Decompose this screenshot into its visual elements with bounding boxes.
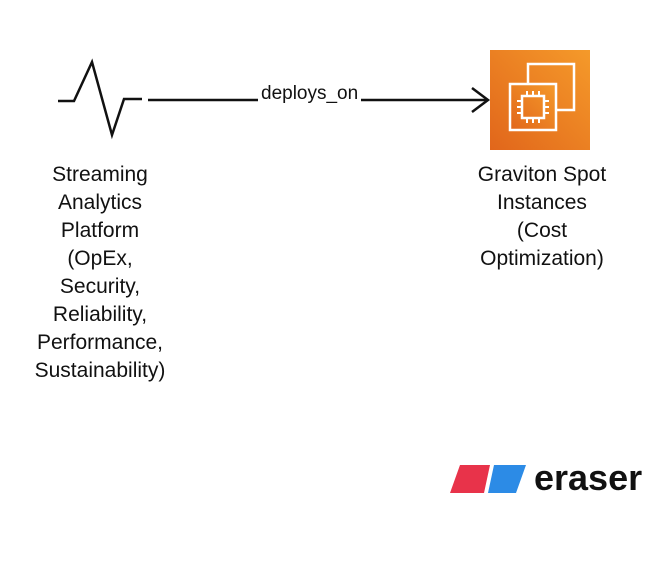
aws-ec2-instances-icon xyxy=(490,50,590,150)
eraser-logo-text: eraser xyxy=(534,457,643,498)
waveform-icon xyxy=(58,58,142,140)
node-label-streaming-analytics: Streaming Analytics Platform (OpEx, Secu… xyxy=(34,163,166,382)
node-label-graviton-spot: Graviton Spot Instances (Cost Optimizati… xyxy=(477,163,607,270)
eraser-logo: eraser xyxy=(450,458,660,498)
eraser-logo-mark-icon xyxy=(450,465,526,493)
edge-label-deploys-on: deploys_on xyxy=(258,84,362,104)
